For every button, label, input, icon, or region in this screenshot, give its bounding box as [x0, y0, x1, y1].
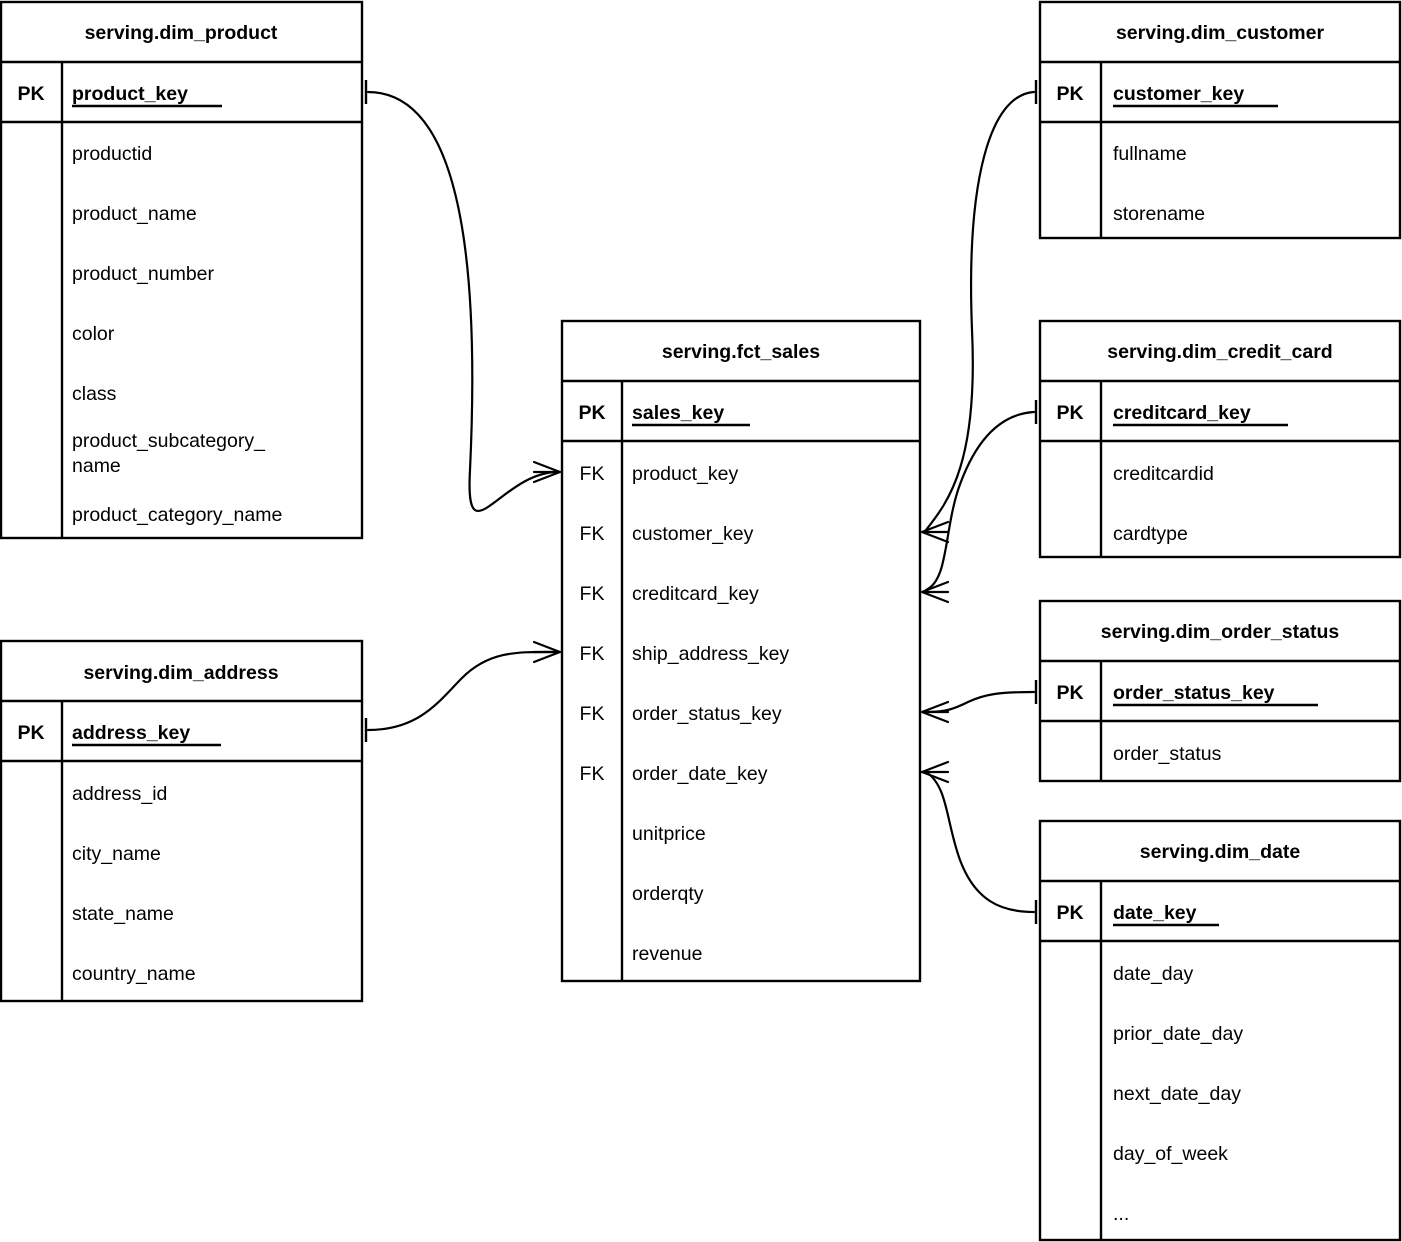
table-dim-order-status[interactable]: serving.dim_order_status PK order_status…	[1038, 599, 1402, 783]
attribute-row: productid	[72, 143, 152, 165]
attribute-row: date_day	[1113, 963, 1193, 985]
table-title-dim-credit-card: serving.dim_credit_card	[1107, 341, 1332, 363]
attribute-row: fullname	[1113, 143, 1187, 165]
attribute-row: order_status	[1113, 743, 1222, 765]
attribute-row: cardtype	[1113, 523, 1188, 545]
relationship-creditcard-sales	[920, 400, 1038, 604]
attribute-row: class	[72, 383, 117, 405]
table-fct-sales[interactable]: serving.fct_sales PK sales_key FK produc…	[560, 319, 922, 983]
attribute-row: city_name	[72, 843, 161, 865]
relationship-orderstatus-sales	[920, 680, 1038, 724]
pk-column-dim-address: address_key	[72, 722, 190, 744]
fk-badge: FK	[580, 643, 605, 665]
pk-column-dim-credit-card: creditcard_key	[1113, 402, 1251, 424]
attribute-row: product_subcategory_	[72, 430, 266, 452]
measure-row: orderqty	[632, 883, 704, 905]
attribute-row: prior_date_day	[1113, 1023, 1243, 1045]
relationship-address-sales	[364, 640, 562, 742]
relationship-customer-sales	[920, 80, 1038, 544]
relationship-product-sales	[364, 80, 562, 512]
table-title-dim-order-status: serving.dim_order_status	[1101, 621, 1340, 643]
fk-badge: FK	[580, 703, 605, 725]
pk-badge-dim-date: PK	[1056, 902, 1083, 924]
attribute-row: product_category_name	[72, 504, 282, 526]
pk-badge-dim-credit-card: PK	[1056, 402, 1083, 424]
table-dim-credit-card[interactable]: serving.dim_credit_card PK creditcard_ke…	[1038, 319, 1402, 559]
attribute-row: state_name	[72, 903, 174, 925]
attribute-row: product_number	[72, 263, 215, 285]
attribute-row-wrap: name	[72, 455, 121, 477]
attribute-row: creditcardid	[1113, 463, 1214, 485]
table-dim-product[interactable]: serving.dim_product PK product_key produ…	[0, 0, 364, 540]
table-title-fct-sales: serving.fct_sales	[662, 341, 820, 363]
fk-column: product_key	[632, 463, 738, 485]
pk-badge-dim-customer: PK	[1056, 83, 1083, 105]
pk-badge-dim-address: PK	[17, 722, 44, 744]
table-dim-date[interactable]: serving.dim_date PK date_key date_day pr…	[1038, 819, 1402, 1242]
pk-badge-dim-product: PK	[17, 83, 44, 105]
fk-badge: FK	[580, 463, 605, 485]
attribute-row: country_name	[72, 963, 196, 985]
attribute-row-ellipsis: ...	[1113, 1203, 1129, 1225]
pk-column-fct-sales: sales_key	[632, 402, 724, 424]
fk-column: creditcard_key	[632, 583, 759, 605]
table-title-dim-date: serving.dim_date	[1140, 841, 1301, 863]
pk-column-dim-date: date_key	[1113, 902, 1197, 924]
fk-column: order_status_key	[632, 703, 782, 725]
table-title-dim-product: serving.dim_product	[85, 22, 278, 44]
attribute-row: storename	[1113, 203, 1205, 225]
table-title-dim-address: serving.dim_address	[83, 662, 278, 684]
measure-row: revenue	[632, 943, 702, 965]
attribute-row: day_of_week	[1113, 1143, 1228, 1165]
measure-row: unitprice	[632, 823, 706, 845]
pk-badge-fct-sales: PK	[578, 402, 605, 424]
pk-column-dim-order-status: order_status_key	[1113, 682, 1275, 704]
fk-column: order_date_key	[632, 763, 768, 785]
table-dim-customer[interactable]: serving.dim_customer PK customer_key ful…	[1038, 0, 1402, 240]
fk-column: customer_key	[632, 523, 754, 545]
fk-badge: FK	[580, 763, 605, 785]
attribute-row: product_name	[72, 203, 197, 225]
pk-column-dim-customer: customer_key	[1113, 83, 1244, 105]
fk-badge: FK	[580, 523, 605, 545]
pk-badge-dim-order-status: PK	[1056, 682, 1083, 704]
relationship-date-sales	[920, 760, 1038, 924]
table-title-dim-customer: serving.dim_customer	[1116, 22, 1324, 44]
pk-column-dim-product: product_key	[72, 83, 188, 105]
fk-column: ship_address_key	[632, 643, 789, 665]
fk-badge: FK	[580, 583, 605, 605]
table-dim-address[interactable]: serving.dim_address PK address_key addre…	[0, 639, 364, 1003]
attribute-row: next_date_day	[1113, 1083, 1241, 1105]
attribute-row: address_id	[72, 783, 167, 805]
attribute-row: color	[72, 323, 115, 345]
